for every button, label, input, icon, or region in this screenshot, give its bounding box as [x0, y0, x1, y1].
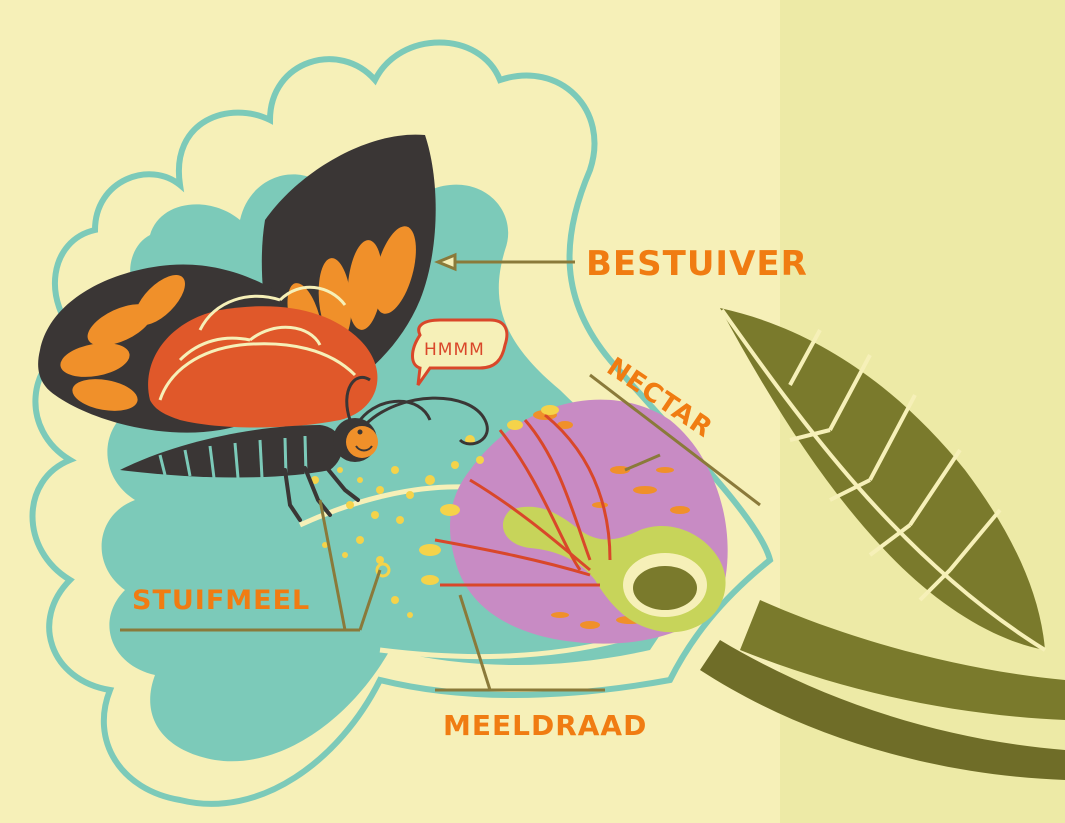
- label-stuifmeel: STUIFMEEL: [132, 585, 310, 616]
- label-meeldraad: MEELDRAAD: [443, 709, 647, 742]
- speech-bubble-text: HMMM: [424, 340, 485, 360]
- label-bestuiver: BESTUIVER: [586, 244, 808, 284]
